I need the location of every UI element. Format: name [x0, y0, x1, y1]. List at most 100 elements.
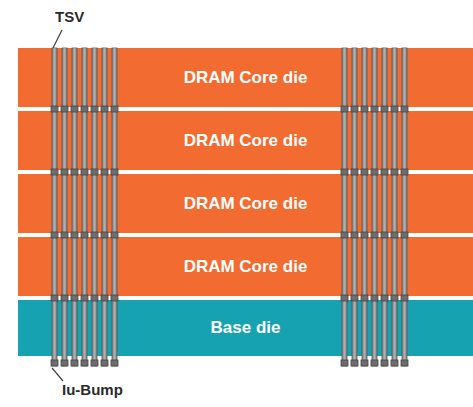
tsv-bar: [111, 169, 118, 175]
tsv-bar: [351, 232, 358, 238]
tsv-bar: [64, 48, 66, 366]
tsv-bar: [51, 360, 58, 366]
tsv-bar: [391, 232, 398, 238]
tsv-bar: [361, 295, 368, 301]
tsv-bar: [81, 295, 88, 301]
tsv-bar: [71, 360, 78, 366]
tsv-bar: [101, 360, 108, 366]
tsv-bar: [381, 106, 388, 112]
tsv-bar: [101, 232, 108, 238]
tsv-bar: [371, 295, 378, 301]
tsv-bar: [341, 360, 348, 366]
tsv-bar: [361, 232, 368, 238]
tsv-bar: [401, 169, 408, 175]
tsv-bar: [92, 48, 97, 366]
tsv-bar: [111, 232, 118, 238]
tsv-bar: [381, 360, 388, 366]
tsv-bar: [74, 48, 76, 366]
die-label: DRAM Core die: [184, 194, 308, 214]
tsv-bar: [344, 48, 346, 366]
tsv-bar: [342, 48, 347, 366]
tsv-bar: [392, 48, 397, 366]
die-label: DRAM Core die: [184, 131, 308, 151]
tsv-bar: [341, 232, 348, 238]
tsv-bar: [112, 48, 117, 366]
tsv-bar: [391, 169, 398, 175]
tsv-bar: [62, 48, 67, 366]
tsv-bar: [351, 295, 358, 301]
tsv-bar: [111, 360, 118, 366]
tsv-bar: [81, 360, 88, 366]
tsv-bar: [362, 48, 367, 366]
tsv-bar: [51, 106, 58, 112]
tsv-bar: [391, 295, 398, 301]
tsv-bar: [91, 169, 98, 175]
tsv-bar: [71, 232, 78, 238]
tsv-bar: [94, 48, 96, 366]
tsv-bar: [341, 169, 348, 175]
tsv-bar: [111, 295, 118, 301]
tsv-bar: [351, 106, 358, 112]
tsv-bar: [101, 169, 108, 175]
tsv-bar: [81, 169, 88, 175]
tsv-bar: [404, 48, 406, 366]
tsv-bar: [364, 48, 366, 366]
tsv-bar: [371, 106, 378, 112]
tsv-bar: [401, 360, 408, 366]
tsv-bar: [81, 106, 88, 112]
tsv-bar: [51, 295, 58, 301]
tsv-bar: [372, 48, 377, 366]
tsv-bar: [371, 232, 378, 238]
tsv-bar: [91, 360, 98, 366]
tsv-bar: [391, 360, 398, 366]
tsv-bar: [401, 295, 408, 301]
tsv-bar: [352, 48, 357, 366]
tsv-bar: [354, 48, 356, 366]
die-label: DRAM Core die: [184, 68, 308, 88]
tsv-bar: [361, 360, 368, 366]
tsv-bar: [371, 169, 378, 175]
tsv-bar: [51, 232, 58, 238]
tsv-bar: [52, 48, 57, 366]
part-label: TSV: [55, 8, 84, 25]
tsv-bar: [61, 295, 68, 301]
tsv-bar: [401, 106, 408, 112]
tsv-bar: [91, 106, 98, 112]
tsv-bar: [381, 295, 388, 301]
tsv-bar: [101, 106, 108, 112]
tsv-bar: [402, 48, 407, 366]
tsv-bar: [71, 106, 78, 112]
leader-line: [53, 30, 62, 48]
tsv-bar: [384, 48, 386, 366]
tsv-bar: [82, 48, 87, 366]
tsv-bar: [351, 169, 358, 175]
tsv-bar: [72, 48, 77, 366]
tsv-bar: [394, 48, 396, 366]
tsv-bar: [61, 360, 68, 366]
die-label: Base die: [211, 318, 281, 338]
tsv-bar: [381, 169, 388, 175]
tsv-bar: [54, 48, 56, 366]
tsv-bar: [111, 106, 118, 112]
tsv-bar: [61, 106, 68, 112]
tsv-bar: [401, 232, 408, 238]
tsv-bar: [71, 169, 78, 175]
tsv-bar: [81, 232, 88, 238]
tsv-bar: [361, 169, 368, 175]
tsv-bar: [101, 295, 108, 301]
leader-line: [52, 368, 63, 381]
tsv-bar: [102, 48, 107, 366]
tsv-bar: [351, 360, 358, 366]
tsv-bar: [391, 106, 398, 112]
tsv-bar: [91, 232, 98, 238]
tsv-bar: [104, 48, 106, 366]
tsv-bar: [341, 295, 348, 301]
tsv-bar: [382, 48, 387, 366]
tsv-bar: [381, 232, 388, 238]
tsv-bar: [374, 48, 376, 366]
part-label: Iu-Bump: [62, 381, 123, 398]
tsv-bar: [361, 106, 368, 112]
tsv-bar: [91, 295, 98, 301]
die-label: DRAM Core die: [184, 257, 308, 277]
tsv-bar: [114, 48, 116, 366]
